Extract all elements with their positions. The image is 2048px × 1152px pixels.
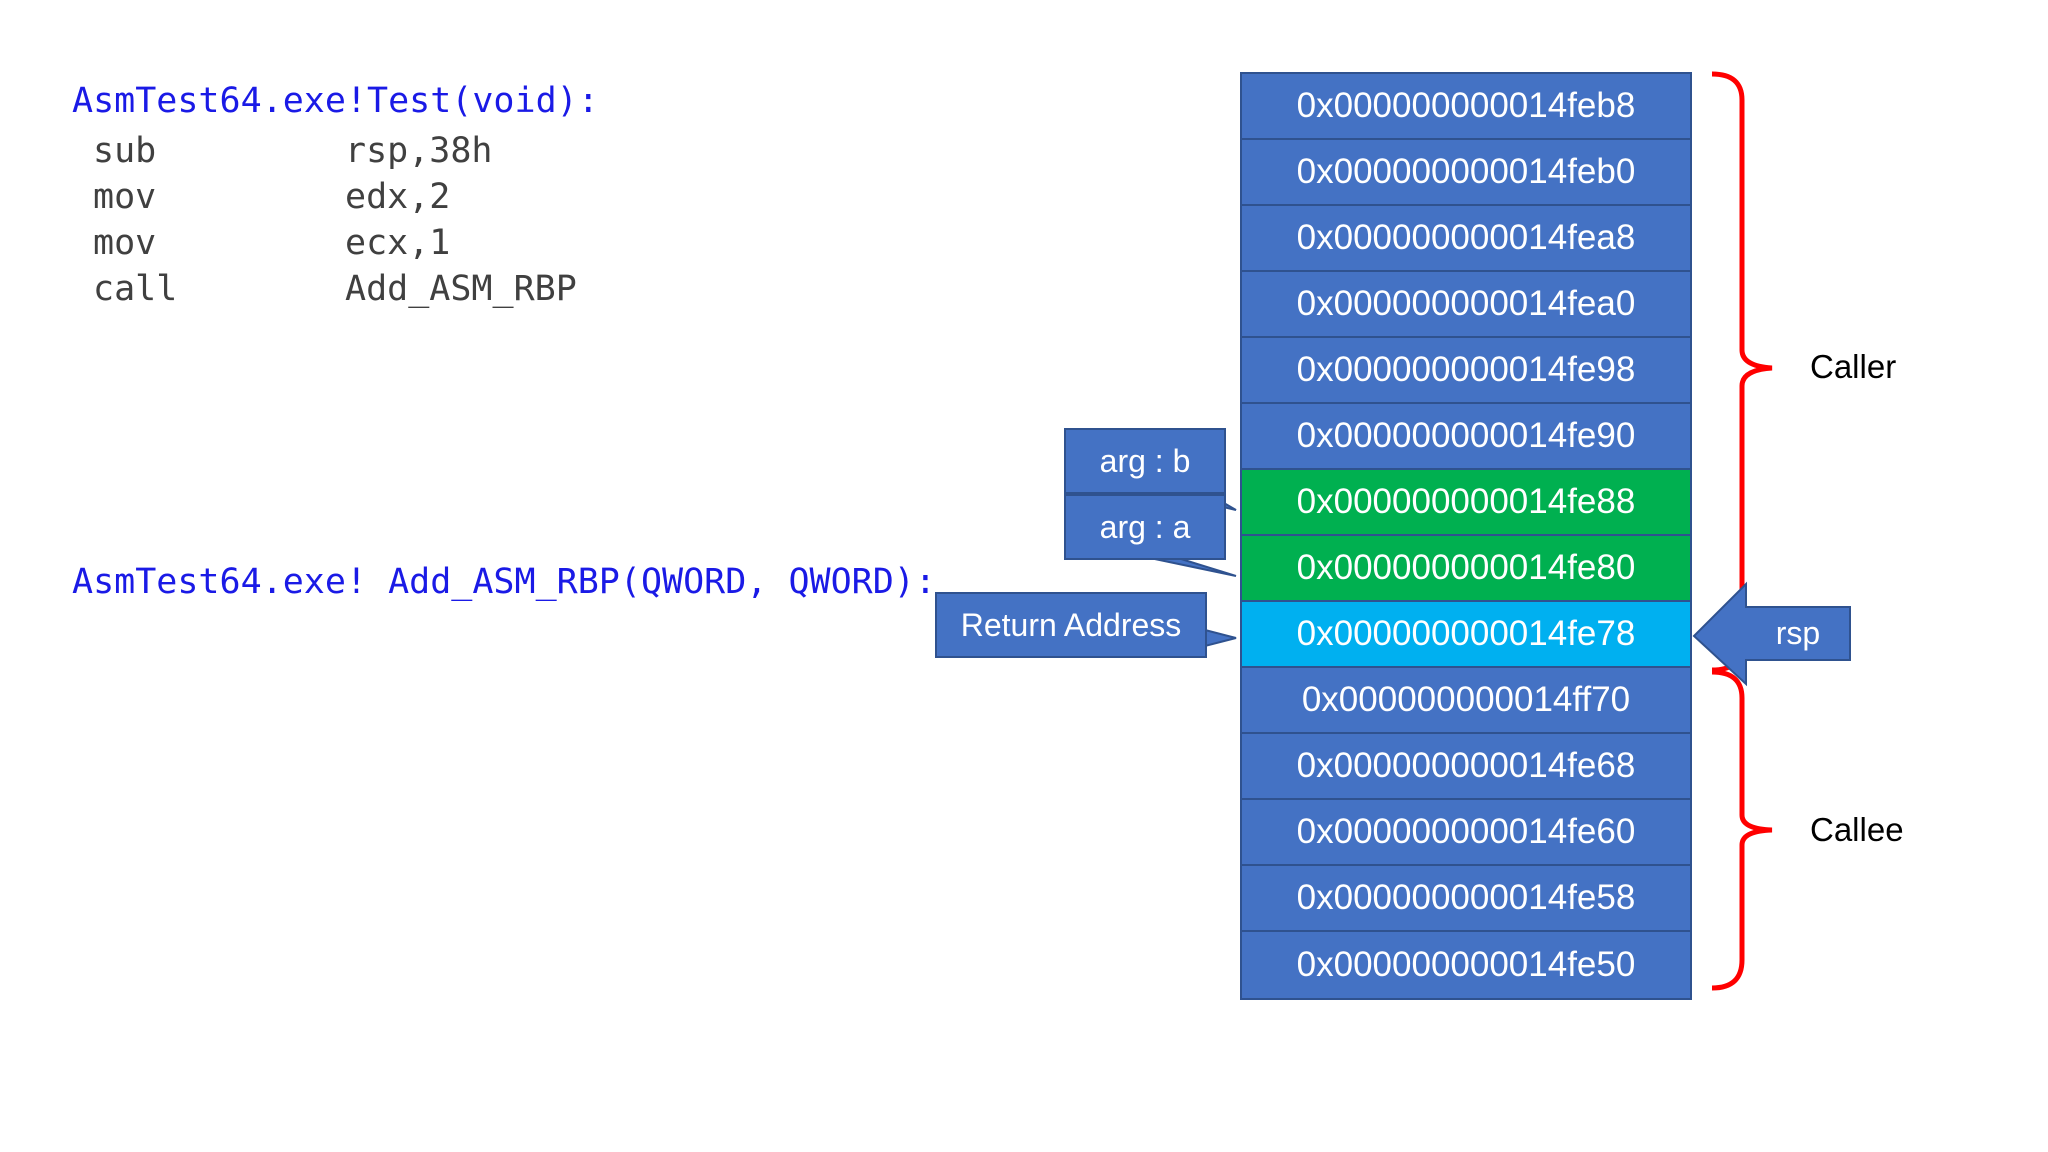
asm-opcode: sub	[93, 131, 157, 171]
asm-line: mov ecx,1	[93, 220, 577, 266]
asm-line: sub rsp,38h	[93, 128, 577, 174]
asm-opcode: mov	[93, 223, 157, 263]
stack-cell-arg-b: 0x000000000014fe88	[1242, 470, 1690, 536]
arg-b-label: arg : b	[1099, 442, 1191, 479]
asm-opcode: call	[93, 269, 178, 309]
arg-b-callout: arg : b	[1064, 428, 1226, 494]
callee-label: Callee	[1810, 811, 1904, 848]
caller-bracket	[1711, 71, 1773, 673]
asm-operands: ecx,1	[345, 223, 451, 263]
stack-cell: 0x000000000014fea0	[1242, 272, 1690, 338]
stack-cell: 0x000000000014fe50	[1242, 932, 1690, 998]
add-function-title: AsmTest64.exe! Add_ASM_RBP(QWORD, QWORD)…	[72, 562, 936, 602]
stack-memory: 0x000000000014feb8 0x000000000014feb0 0x…	[1240, 72, 1692, 1000]
return-address-callout: Return Address	[935, 592, 1207, 658]
stack-cell: 0x000000000014fe98	[1242, 338, 1690, 404]
callee-bracket	[1711, 669, 1773, 991]
stack-cell: 0x000000000014fe68	[1242, 734, 1690, 800]
stack-cell: 0x000000000014feb0	[1242, 140, 1690, 206]
arg-a-callout-tail	[1149, 557, 1237, 577]
stack-cell: 0x000000000014feb8	[1242, 74, 1690, 140]
rsp-label: rsp	[1775, 615, 1821, 651]
stack-cell: 0x000000000014fea8	[1242, 206, 1690, 272]
asm-listing: sub rsp,38h mov edx,2 mov ecx,1 call Add…	[93, 128, 577, 312]
arg-a-label: arg : a	[1099, 508, 1191, 545]
arg-a-callout: arg : a	[1064, 494, 1226, 560]
asm-operands: Add_ASM_RBP	[345, 269, 577, 309]
return-address-callout-tail	[1204, 628, 1237, 648]
asm-line: mov edx,2	[93, 174, 577, 220]
asm-operands: edx,2	[345, 177, 451, 217]
stack-cell: 0x000000000014ff70	[1242, 668, 1690, 734]
rsp-arrow	[1692, 581, 1851, 687]
caller-label: Caller	[1810, 348, 1897, 385]
stack-cell: 0x000000000014fe60	[1242, 800, 1690, 866]
test-function-title: AsmTest64.exe!Test(void):	[72, 81, 599, 121]
asm-opcode: mov	[93, 177, 157, 217]
stack-cell-arg-a: 0x000000000014fe80	[1242, 536, 1690, 602]
return-address-label: Return Address	[960, 606, 1182, 643]
stack-cell: 0x000000000014fe90	[1242, 404, 1690, 470]
stack-cell-return-address: 0x000000000014fe78	[1242, 602, 1690, 668]
asm-operands: rsp,38h	[345, 131, 493, 171]
stack-cell: 0x000000000014fe58	[1242, 866, 1690, 932]
asm-line: call Add_ASM_RBP	[93, 266, 577, 312]
